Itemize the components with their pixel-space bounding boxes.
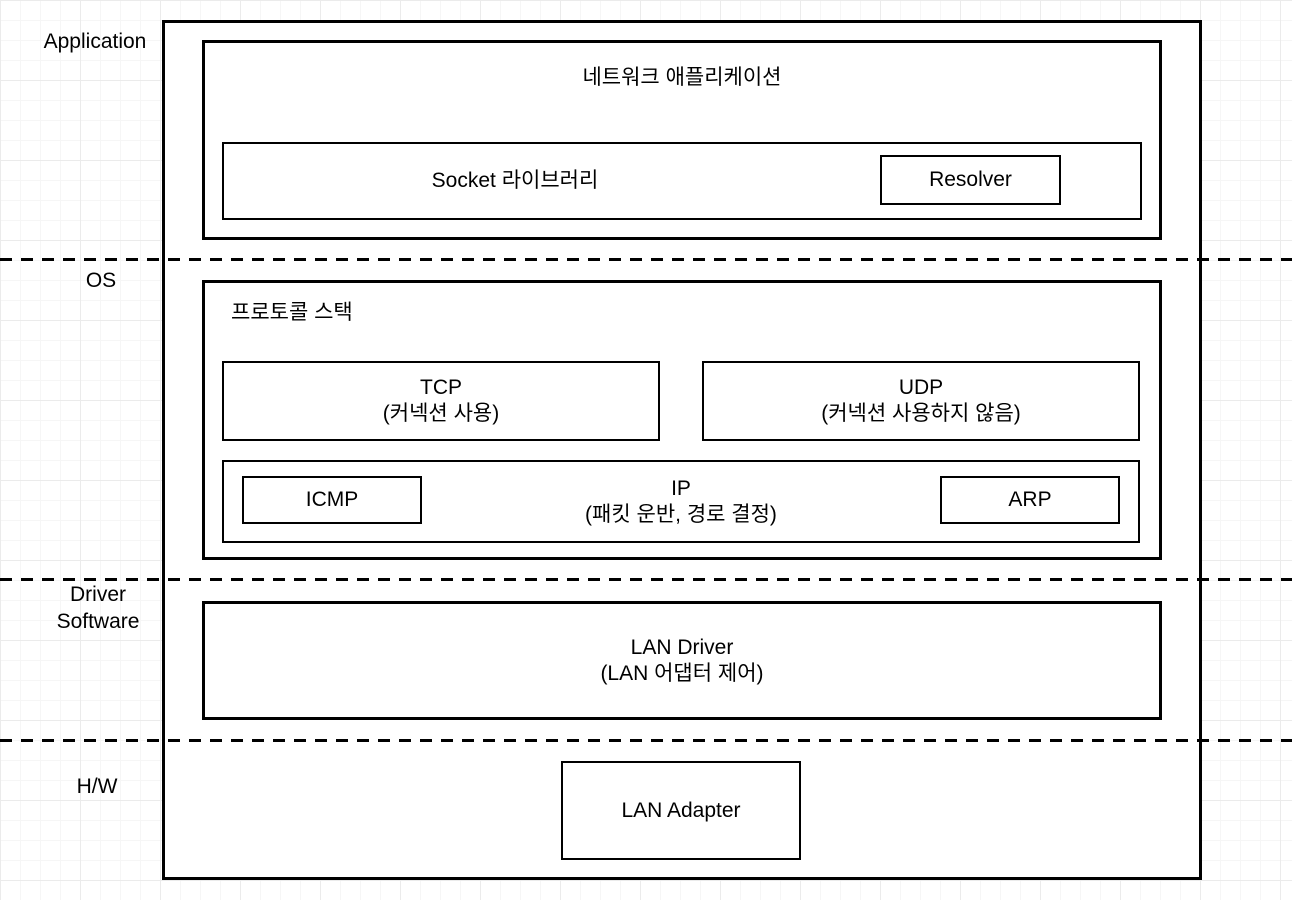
lan-driver-subtitle: (LAN 어댑터 제어) xyxy=(600,661,764,685)
lan-driver-title: LAN Driver xyxy=(630,635,734,659)
udp-label: UDP (커넥션 사용하지 않음) xyxy=(704,363,1138,439)
icmp-box: ICMP xyxy=(242,476,422,524)
layer-label-application: Application xyxy=(43,30,147,53)
ip-title: IP xyxy=(671,476,691,500)
lan-adapter-label: LAN Adapter xyxy=(621,798,741,822)
resolver-box: Resolver xyxy=(880,155,1061,205)
socket-library-label: Socket 라이브러리 xyxy=(431,169,599,192)
layer-label-hw: H/W xyxy=(76,775,118,798)
layer-divider-os-driver xyxy=(0,578,1292,581)
arp-box: ARP xyxy=(940,476,1120,524)
udp-box: UDP (커넥션 사용하지 않음) xyxy=(702,361,1140,441)
tcp-box: TCP (커넥션 사용) xyxy=(222,361,660,441)
ip-subtitle: (패킷 운반, 경로 결정) xyxy=(585,502,777,526)
network-application-label: 네트워크 애플리케이션 xyxy=(582,66,782,89)
lan-driver-label: LAN Driver (LAN 어댑터 제어) xyxy=(205,604,1159,717)
layer-label-driver-software: Driver Software xyxy=(56,583,140,633)
tcp-subtitle: (커넥션 사용) xyxy=(382,402,500,425)
tcp-label: TCP (커넥션 사용) xyxy=(224,363,658,439)
udp-subtitle: (커넥션 사용하지 않음) xyxy=(821,402,1021,425)
arp-label: ARP xyxy=(1008,488,1052,511)
lan-driver-box: LAN Driver (LAN 어댑터 제어) xyxy=(202,601,1162,720)
resolver-label: Resolver xyxy=(929,168,1012,191)
udp-title: UDP xyxy=(898,376,944,399)
layer-label-os: OS xyxy=(85,269,117,292)
icmp-label: ICMP xyxy=(305,488,359,511)
tcp-title: TCP xyxy=(420,376,462,399)
layer-divider-driver-hw xyxy=(0,739,1292,742)
lan-adapter-box: LAN Adapter xyxy=(561,761,801,860)
layer-divider-application-os xyxy=(0,258,1292,261)
ip-label: IP (패킷 운반, 경로 결정) xyxy=(224,462,1138,541)
protocol-stack-label: 프로토콜 스택 xyxy=(231,301,353,324)
